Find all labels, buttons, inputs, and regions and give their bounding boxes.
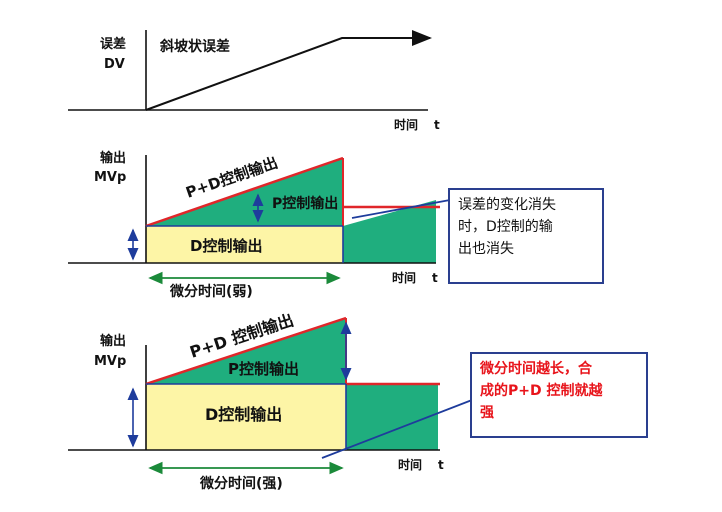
p2-pd-ramp-line	[145, 156, 344, 228]
p2-x-label: 时间	[392, 270, 416, 285]
p3-y-label-1: 输出	[100, 333, 126, 349]
panel-weak-derivative: 输出 MVp P+D控制输出 P控制输出 D控制输出 时间 t 微分时间(弱)	[68, 150, 451, 300]
p2-x-var: t	[432, 271, 438, 285]
p3-tail-area	[346, 384, 438, 450]
note2-line-3: 强	[480, 405, 494, 421]
p2-note-pointer	[351, 199, 451, 219]
note1-line-2: 时，D控制的输	[458, 219, 553, 235]
p2-span-label: 微分时间(弱)	[169, 283, 253, 300]
note2-line-2: 成的P+D 控制就越	[480, 383, 603, 399]
note2-line-1: 微分时间越长，合	[480, 361, 592, 377]
p3-y-label-2: MVp	[94, 354, 126, 369]
p1-x-var: t	[434, 118, 440, 132]
p3-d-output-area	[146, 384, 346, 450]
p3-span-label: 微分时间(强)	[199, 475, 283, 492]
p2-y-label-1: 输出	[100, 150, 126, 166]
ramp-error-line	[145, 30, 432, 111]
p3-x-var: t	[438, 458, 444, 472]
p2-d-label: D控制输出	[190, 237, 262, 255]
p1-x-label: 时间	[394, 117, 418, 132]
p2-tail-area	[343, 200, 436, 263]
p2-p-label: P控制输出	[272, 195, 338, 212]
note1-line-1: 误差的变化消失	[458, 197, 556, 213]
panel-strong-derivative: 输出 MVp P+D 控制输出 P控制输出 D控制输出 时间 t 微分时间(强)	[68, 310, 473, 492]
note-longer-derivative-stronger: 微分时间越长，合 成的P+D 控制就越 强	[470, 352, 648, 438]
note1-line-3: 出也消失	[458, 241, 514, 257]
panel-ramp-error: 误差 DV 斜坡状误差 时间 t	[68, 30, 440, 132]
note-derivative-vanishes: 误差的变化消失 时，D控制的输 出也消失	[448, 188, 604, 284]
p3-pd-ramp-line	[145, 316, 347, 386]
ramp-error-label: 斜坡状误差	[159, 38, 230, 55]
p3-d-label: D控制输出	[205, 405, 282, 424]
p2-d-output-area	[146, 226, 343, 263]
p3-note-pointer	[321, 399, 473, 459]
p1-y-label-2: DV	[104, 57, 125, 72]
p1-y-label-1: 误差	[100, 36, 126, 52]
p3-p-label: P控制输出	[228, 360, 299, 378]
p3-x-label: 时间	[398, 457, 422, 472]
p2-y-label-2: MVp	[94, 170, 126, 185]
